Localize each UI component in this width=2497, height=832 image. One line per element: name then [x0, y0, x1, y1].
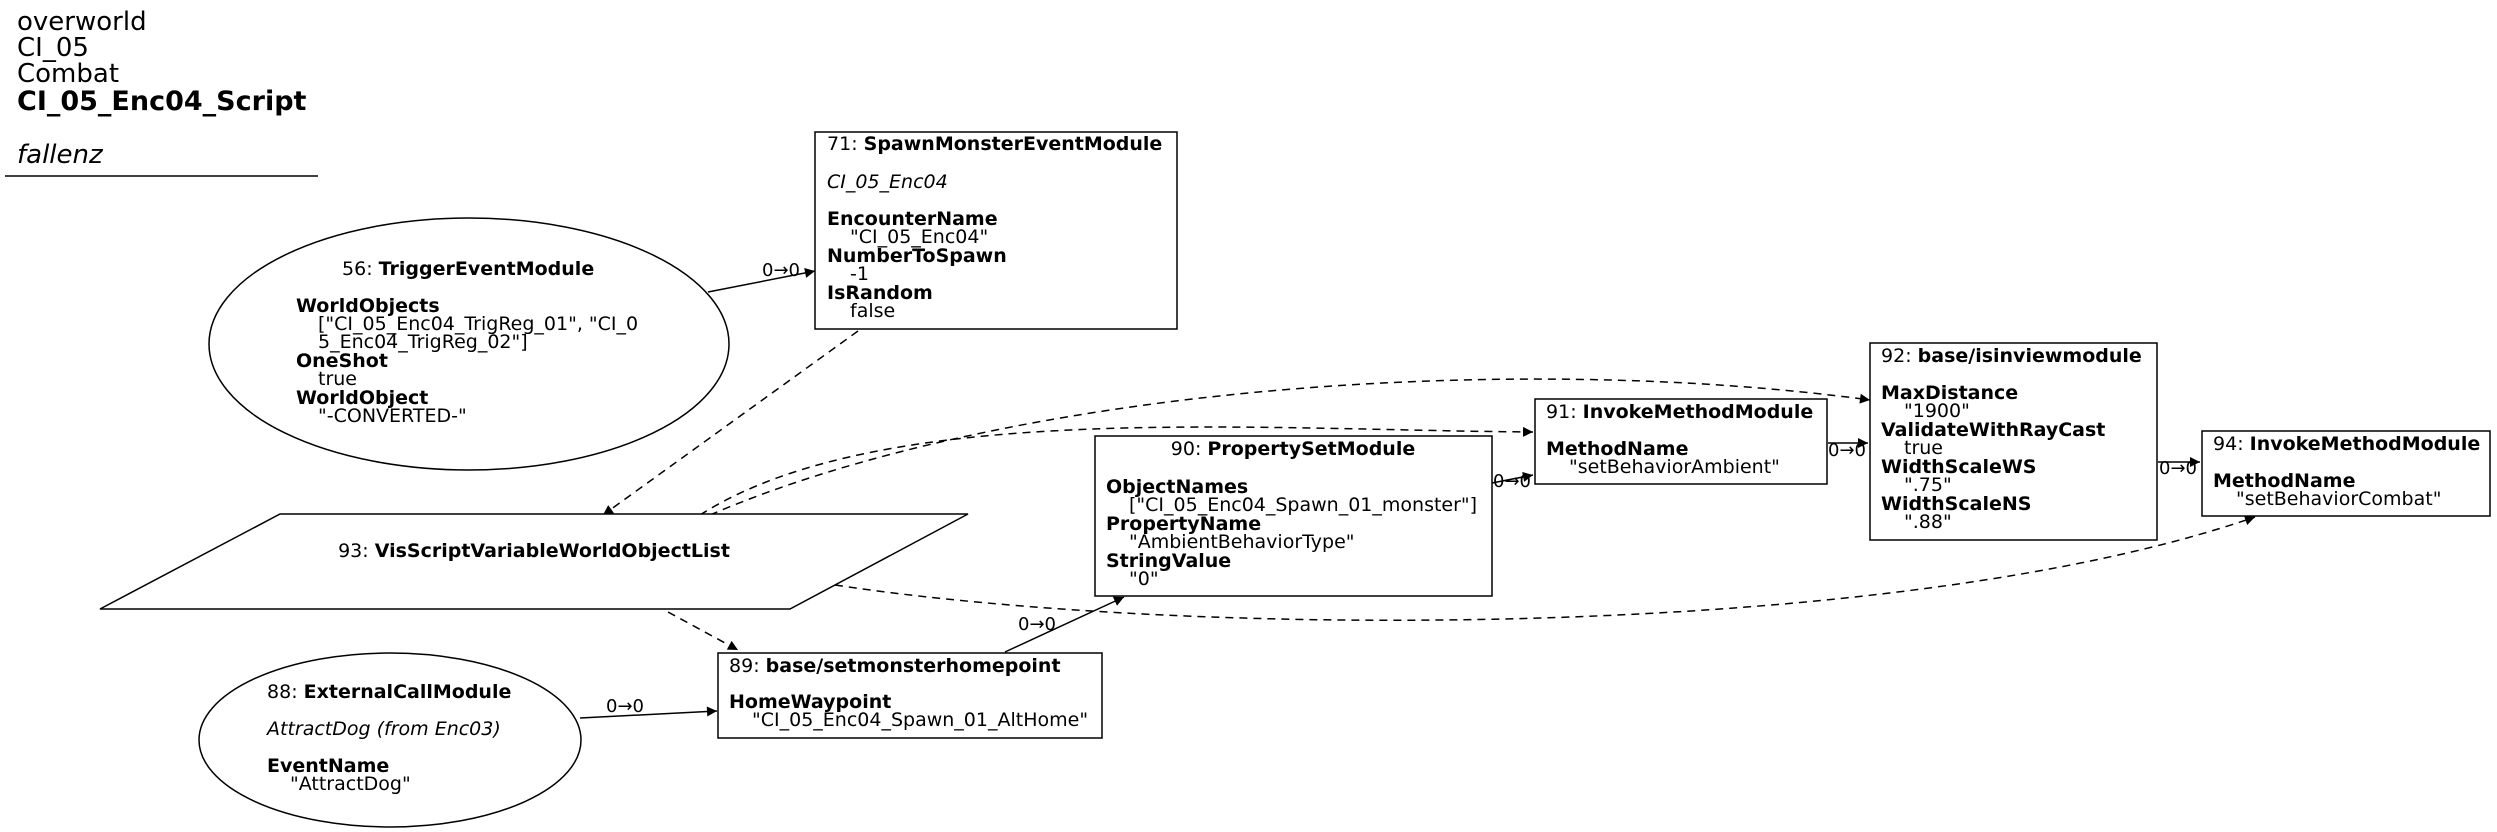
node-71-shape — [814, 131, 1178, 330]
node-71-prop-name: IsRandom — [827, 282, 933, 304]
node-91-prop-name: MethodName — [1546, 438, 1688, 460]
edge-89-90 — [1004, 596, 1125, 653]
edge-labels: 0→0 0→0 0→0 0→0 0→0 0→0 — [606, 260, 2197, 717]
node-56-prop-value: ["CI_05_Enc04_TrigReg_01", "CI_0 — [318, 313, 638, 335]
edge-56-71 — [707, 268, 816, 293]
node-94-shape — [2201, 430, 2491, 517]
node-56-prop-value: true — [318, 368, 357, 390]
node-88-subtitle: AttractDog (from Enc03) — [265, 718, 501, 740]
node-71-prop-value: "CI_05_Enc04" — [850, 226, 988, 248]
node-89-prop-name: HomeWaypoint — [729, 691, 891, 713]
graph-title: CI_05_Enc04_Script — [17, 86, 307, 117]
node-88-prop-name: EventName — [267, 755, 389, 777]
node-71-prop-name: NumberToSpawn — [827, 245, 1007, 267]
node-88-prop-value: "AttractDog" — [290, 773, 411, 795]
node-94-header: 94: InvokeMethodModule — [2213, 433, 2480, 455]
edge-93-91 — [699, 426, 1534, 516]
node-89-shape — [717, 652, 1103, 739]
node-91-header: 91: InvokeMethodModule — [1546, 401, 1813, 423]
node-92-prop-value: ".88" — [1904, 511, 1952, 533]
node-56-trigger-event-module[interactable]: 56: TriggerEventModule WorldObjects ["CI… — [208, 217, 730, 471]
node-71-prop-value: false — [850, 300, 895, 322]
node-56-prop-name: WorldObject — [296, 387, 428, 409]
node-93-shape — [99, 513, 969, 610]
edges — [579, 268, 2256, 719]
edge-label-89-90: 0→0 — [1018, 614, 1056, 635]
node-93-world-object-list-variable[interactable]: 93: VisScriptVariableWorldObjectList — [99, 513, 969, 610]
header-line-2: CI_05 — [17, 33, 89, 63]
edge-label-91-92: 0→0 — [1828, 440, 1866, 461]
node-90-prop-value: "AmbientBehaviorType" — [1129, 531, 1355, 553]
edge-label-88-89: 0→0 — [606, 696, 644, 717]
node-88-shape — [198, 652, 582, 828]
node-92-prop-value: "1900" — [1904, 400, 1970, 422]
node-92-header: 92: base/isinviewmodule — [1881, 345, 2142, 367]
edge-label-92-94: 0→0 — [2159, 458, 2197, 479]
node-93-header: 93: VisScriptVariableWorldObjectList — [338, 540, 730, 562]
node-94-prop-name: MethodName — [2213, 470, 2355, 492]
edge-88-89 — [579, 706, 718, 719]
node-71-subtitle: CI_05_Enc04 — [827, 171, 948, 193]
node-92-prop-value: ".75" — [1904, 474, 1952, 496]
node-92-prop-value: true — [1904, 437, 1943, 459]
edge-93-92 — [709, 378, 1871, 516]
node-90-prop-name: PropertyName — [1106, 513, 1261, 535]
node-91-invoke-method-module[interactable]: 91: InvokeMethodModule MethodName "setBe… — [1534, 398, 1828, 485]
node-89-prop-value: "CI_05_Enc04_Spawn_01_AltHome" — [752, 709, 1088, 731]
edge-label-56-71: 0→0 — [762, 260, 800, 281]
node-91-shape — [1534, 398, 1828, 485]
node-92-prop-name: ValidateWithRayCast — [1881, 419, 2105, 441]
node-71-prop-value: -1 — [850, 263, 869, 285]
node-88-external-call-module[interactable]: 88: ExternalCallModule AttractDog (from … — [198, 652, 582, 828]
node-92-is-in-view-module[interactable]: 92: base/isinviewmodule MaxDistance "190… — [1869, 342, 2158, 541]
node-92-prop-name: MaxDistance — [1881, 382, 2018, 404]
node-88-header: 88: ExternalCallModule — [267, 681, 511, 703]
node-56-prop-name: WorldObjects — [296, 295, 440, 317]
node-92-prop-name: WidthScaleNS — [1881, 493, 2031, 515]
graph-author: fallenz — [17, 140, 104, 170]
node-56-header: 56: TriggerEventModule — [342, 258, 594, 280]
header-line-1: overworld — [17, 7, 147, 37]
node-90-header: 90: PropertySetModule — [1171, 438, 1415, 460]
edge-71-93 — [602, 330, 859, 516]
node-71-spawn-monster-event-module[interactable]: 71: SpawnMonsterEventModule CI_05_Enc04 … — [814, 131, 1178, 330]
node-90-property-set-module[interactable]: 90: PropertySetModule ObjectNames ["CI_0… — [1094, 435, 1493, 597]
node-90-shape — [1094, 435, 1493, 597]
node-91-prop-value: "setBehaviorAmbient" — [1569, 456, 1780, 478]
node-56-prop-value: 5_Enc04_TrigReg_02"] — [318, 331, 528, 353]
edge-label-90-91: 0→0 — [1493, 471, 1531, 492]
node-94-prop-value: "setBehaviorCombat" — [2236, 488, 2441, 510]
node-71-prop-name: EncounterName — [827, 208, 998, 230]
edge-93-89 — [667, 611, 739, 651]
node-90-prop-name: StringValue — [1106, 550, 1231, 572]
node-56-shape — [208, 217, 730, 471]
node-90-prop-name: ObjectNames — [1106, 476, 1248, 498]
node-89-header: 89: base/setmonsterhomepoint — [729, 655, 1061, 677]
node-90-prop-value: ["CI_05_Enc04_Spawn_01_monster"] — [1129, 494, 1477, 516]
node-94-invoke-method-module[interactable]: 94: InvokeMethodModule MethodName "setBe… — [2201, 430, 2491, 517]
graph-header: overworld CI_05 Combat CI_05_Enc04_Scrip… — [5, 7, 318, 177]
node-56-prop-name: OneShot — [296, 350, 388, 372]
node-90-prop-value: "0" — [1129, 568, 1159, 590]
edge-93-94 — [834, 515, 2256, 621]
node-92-shape — [1869, 342, 2158, 541]
node-71-header: 71: SpawnMonsterEventModule — [827, 133, 1162, 155]
node-56-prop-value: "-CONVERTED-" — [318, 405, 467, 427]
header-line-3: Combat — [17, 59, 119, 89]
node-92-prop-name: WidthScaleWS — [1881, 456, 2037, 478]
edge-90-91 — [1491, 472, 1534, 484]
node-89-set-monster-home-point[interactable]: 89: base/setmonsterhomepoint HomeWaypoin… — [717, 652, 1103, 739]
